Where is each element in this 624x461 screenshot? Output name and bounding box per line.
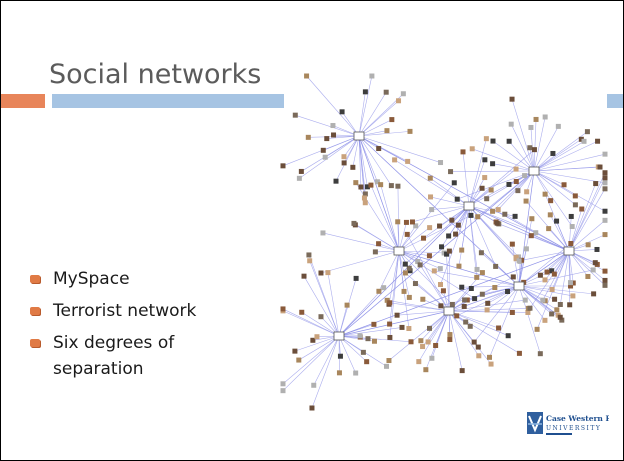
university-logo: Case Western Reserve UNIVERSITY: [527, 412, 609, 435]
bullet-text: MySpace: [53, 269, 130, 289]
slide-title: Social networks: [49, 59, 262, 90]
title-accent-bar-blue-right: [607, 94, 623, 108]
bullet-continuation: separation: [53, 359, 144, 379]
bullet-item: Terrorist network: [27, 295, 196, 327]
bullet-text: Terrorist network: [53, 301, 197, 321]
bullet-item: MySpace: [27, 263, 196, 295]
logo-line1: Case Western Reserve: [546, 414, 609, 423]
logo-emblem: [527, 412, 543, 434]
title-accent-bar-orange: [1, 94, 45, 108]
bullet-list: MySpace Terrorist network Six degrees of: [27, 263, 196, 359]
bullet-icon: [30, 275, 40, 283]
bullet-icon: [30, 339, 40, 347]
logo-line2: UNIVERSITY: [546, 425, 601, 432]
title-accent-bar-blue: [52, 94, 284, 108]
bullet-icon: [30, 307, 40, 315]
bullet-item: Six degrees of: [27, 327, 196, 359]
social-network-graph-image: [280, 73, 608, 411]
bullet-text: Six degrees of: [53, 333, 175, 353]
